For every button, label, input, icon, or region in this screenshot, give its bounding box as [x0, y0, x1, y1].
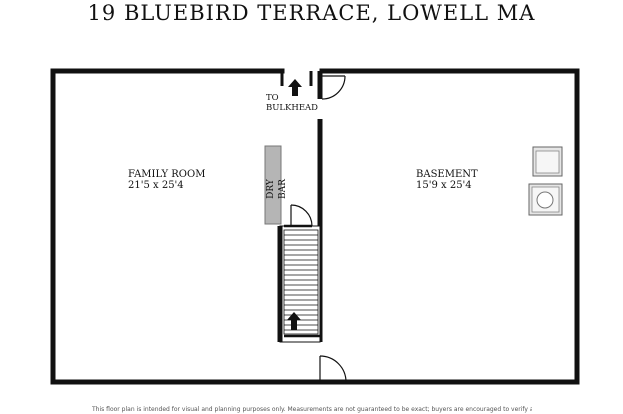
basement-name: BASEMENT: [416, 169, 478, 180]
plan-title: 19 BLUEBIRD TERRACE, LOWELL MA: [87, 1, 536, 25]
exterior-walls: [50, 68, 580, 385]
stair-door: [290, 204, 313, 227]
family-room-name: FAMILY ROOM: [128, 169, 206, 180]
dry-bar-label: DRY BAR: [266, 179, 288, 199]
family-room-dims: 21'5 x 25'4: [128, 180, 184, 191]
basement-dims: 15'9 x 25'4: [416, 180, 472, 191]
basement-door: [319, 355, 347, 383]
dry-bar: [264, 145, 282, 225]
bulkhead-label-line1: TO: [266, 93, 279, 103]
bulkhead-opening: [280, 71, 313, 86]
bulkhead-arrow-icon: [288, 79, 302, 96]
dryer-icon: [532, 146, 563, 177]
bulkhead-door: [321, 75, 346, 100]
washer-icon: [528, 183, 563, 216]
bulkhead-label-line2: BULKHEAD: [266, 103, 318, 113]
stair-up-arrow-icon: [287, 312, 301, 330]
staircase: [277, 224, 321, 343]
disclaimer-text: This floor plan is intended for visual a…: [92, 406, 532, 413]
